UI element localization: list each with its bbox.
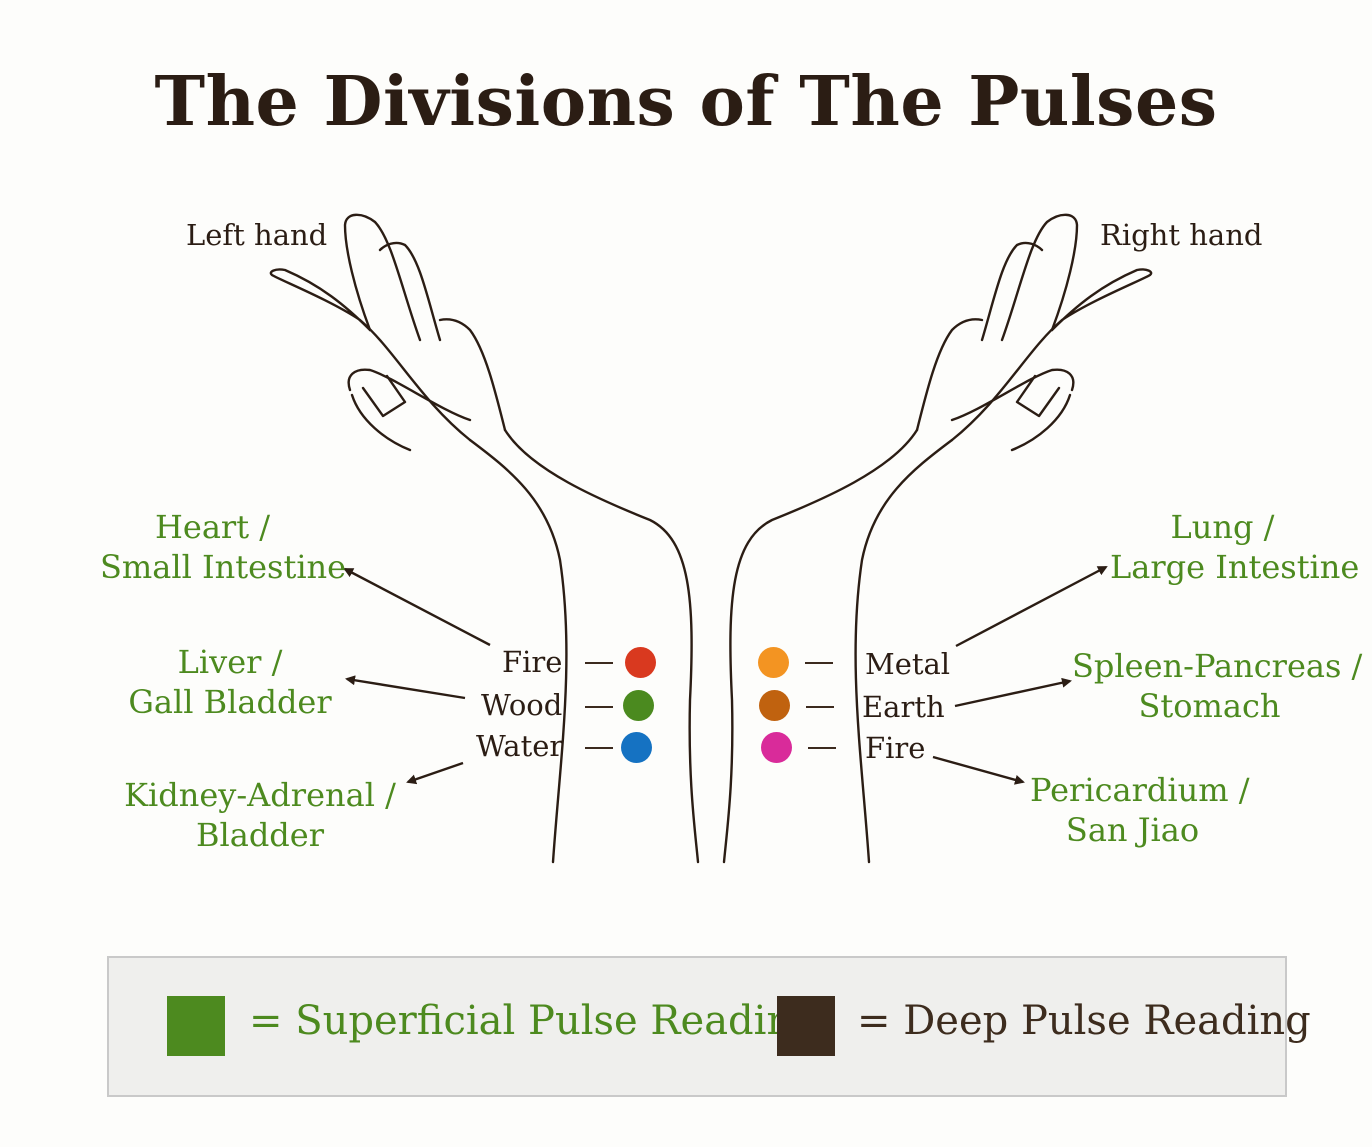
arrow-wood-left	[345, 675, 466, 700]
page-title: The Divisions of The Pulses	[154, 62, 1218, 142]
element-wood-left: Wood	[481, 688, 563, 722]
arrow-water-left	[406, 761, 464, 785]
connector-dash	[808, 747, 836, 749]
element-fire-right: Fire	[865, 731, 926, 765]
element-metal-right: Metal	[865, 647, 951, 681]
arrow-metal-right	[955, 565, 1108, 648]
deep-swatch	[777, 996, 835, 1056]
organ-spleen-pancreas-stomach: Spleen-Pancreas / Stomach	[1072, 647, 1363, 725]
fire-pulse-dot-right	[761, 732, 792, 763]
connector-dash	[585, 747, 613, 749]
left-hand-label: Left hand	[186, 218, 328, 252]
metal-pulse-dot	[758, 647, 789, 678]
element-earth-right: Earth	[862, 690, 945, 724]
organ-kidney-adrenal-bladder: Kidney-Adrenal / Bladder	[124, 776, 396, 854]
organ-pericardium-san-jiao: Pericardium / San Jiao	[1030, 771, 1250, 849]
water-pulse-dot	[621, 732, 652, 763]
superficial-legend-text: = Superficial Pulse Reading	[249, 998, 818, 1044]
connector-dash	[585, 662, 613, 664]
organ-heart-small-intestine: Heart / Small Intestine	[100, 508, 347, 586]
element-fire-left: Fire	[502, 645, 563, 679]
arrow-fire-left	[343, 567, 491, 647]
wood-pulse-dot	[623, 690, 654, 721]
left-hand-outline	[269, 213, 700, 864]
organ-lung-large-intestine: Lung / Large Intestine	[1110, 508, 1360, 586]
earth-pulse-dot	[759, 690, 790, 721]
organ-liver-gall-bladder: Liver / Gall Bladder	[128, 643, 332, 721]
connector-dash	[585, 706, 613, 708]
right-hand-outline	[722, 213, 1153, 864]
right-hand-label: Right hand	[1100, 218, 1263, 252]
legend-box: = Superficial Pulse Reading = Deep Pulse…	[107, 956, 1311, 1097]
element-water-left: Water	[476, 729, 564, 763]
fire-pulse-dot	[625, 647, 656, 678]
deep-legend-text: = Deep Pulse Reading	[857, 998, 1311, 1044]
arrow-fire-right	[932, 755, 1025, 785]
arrow-earth-right	[954, 677, 1072, 708]
connector-dash	[806, 706, 834, 708]
connector-dash	[805, 662, 833, 664]
superficial-swatch	[167, 996, 225, 1056]
